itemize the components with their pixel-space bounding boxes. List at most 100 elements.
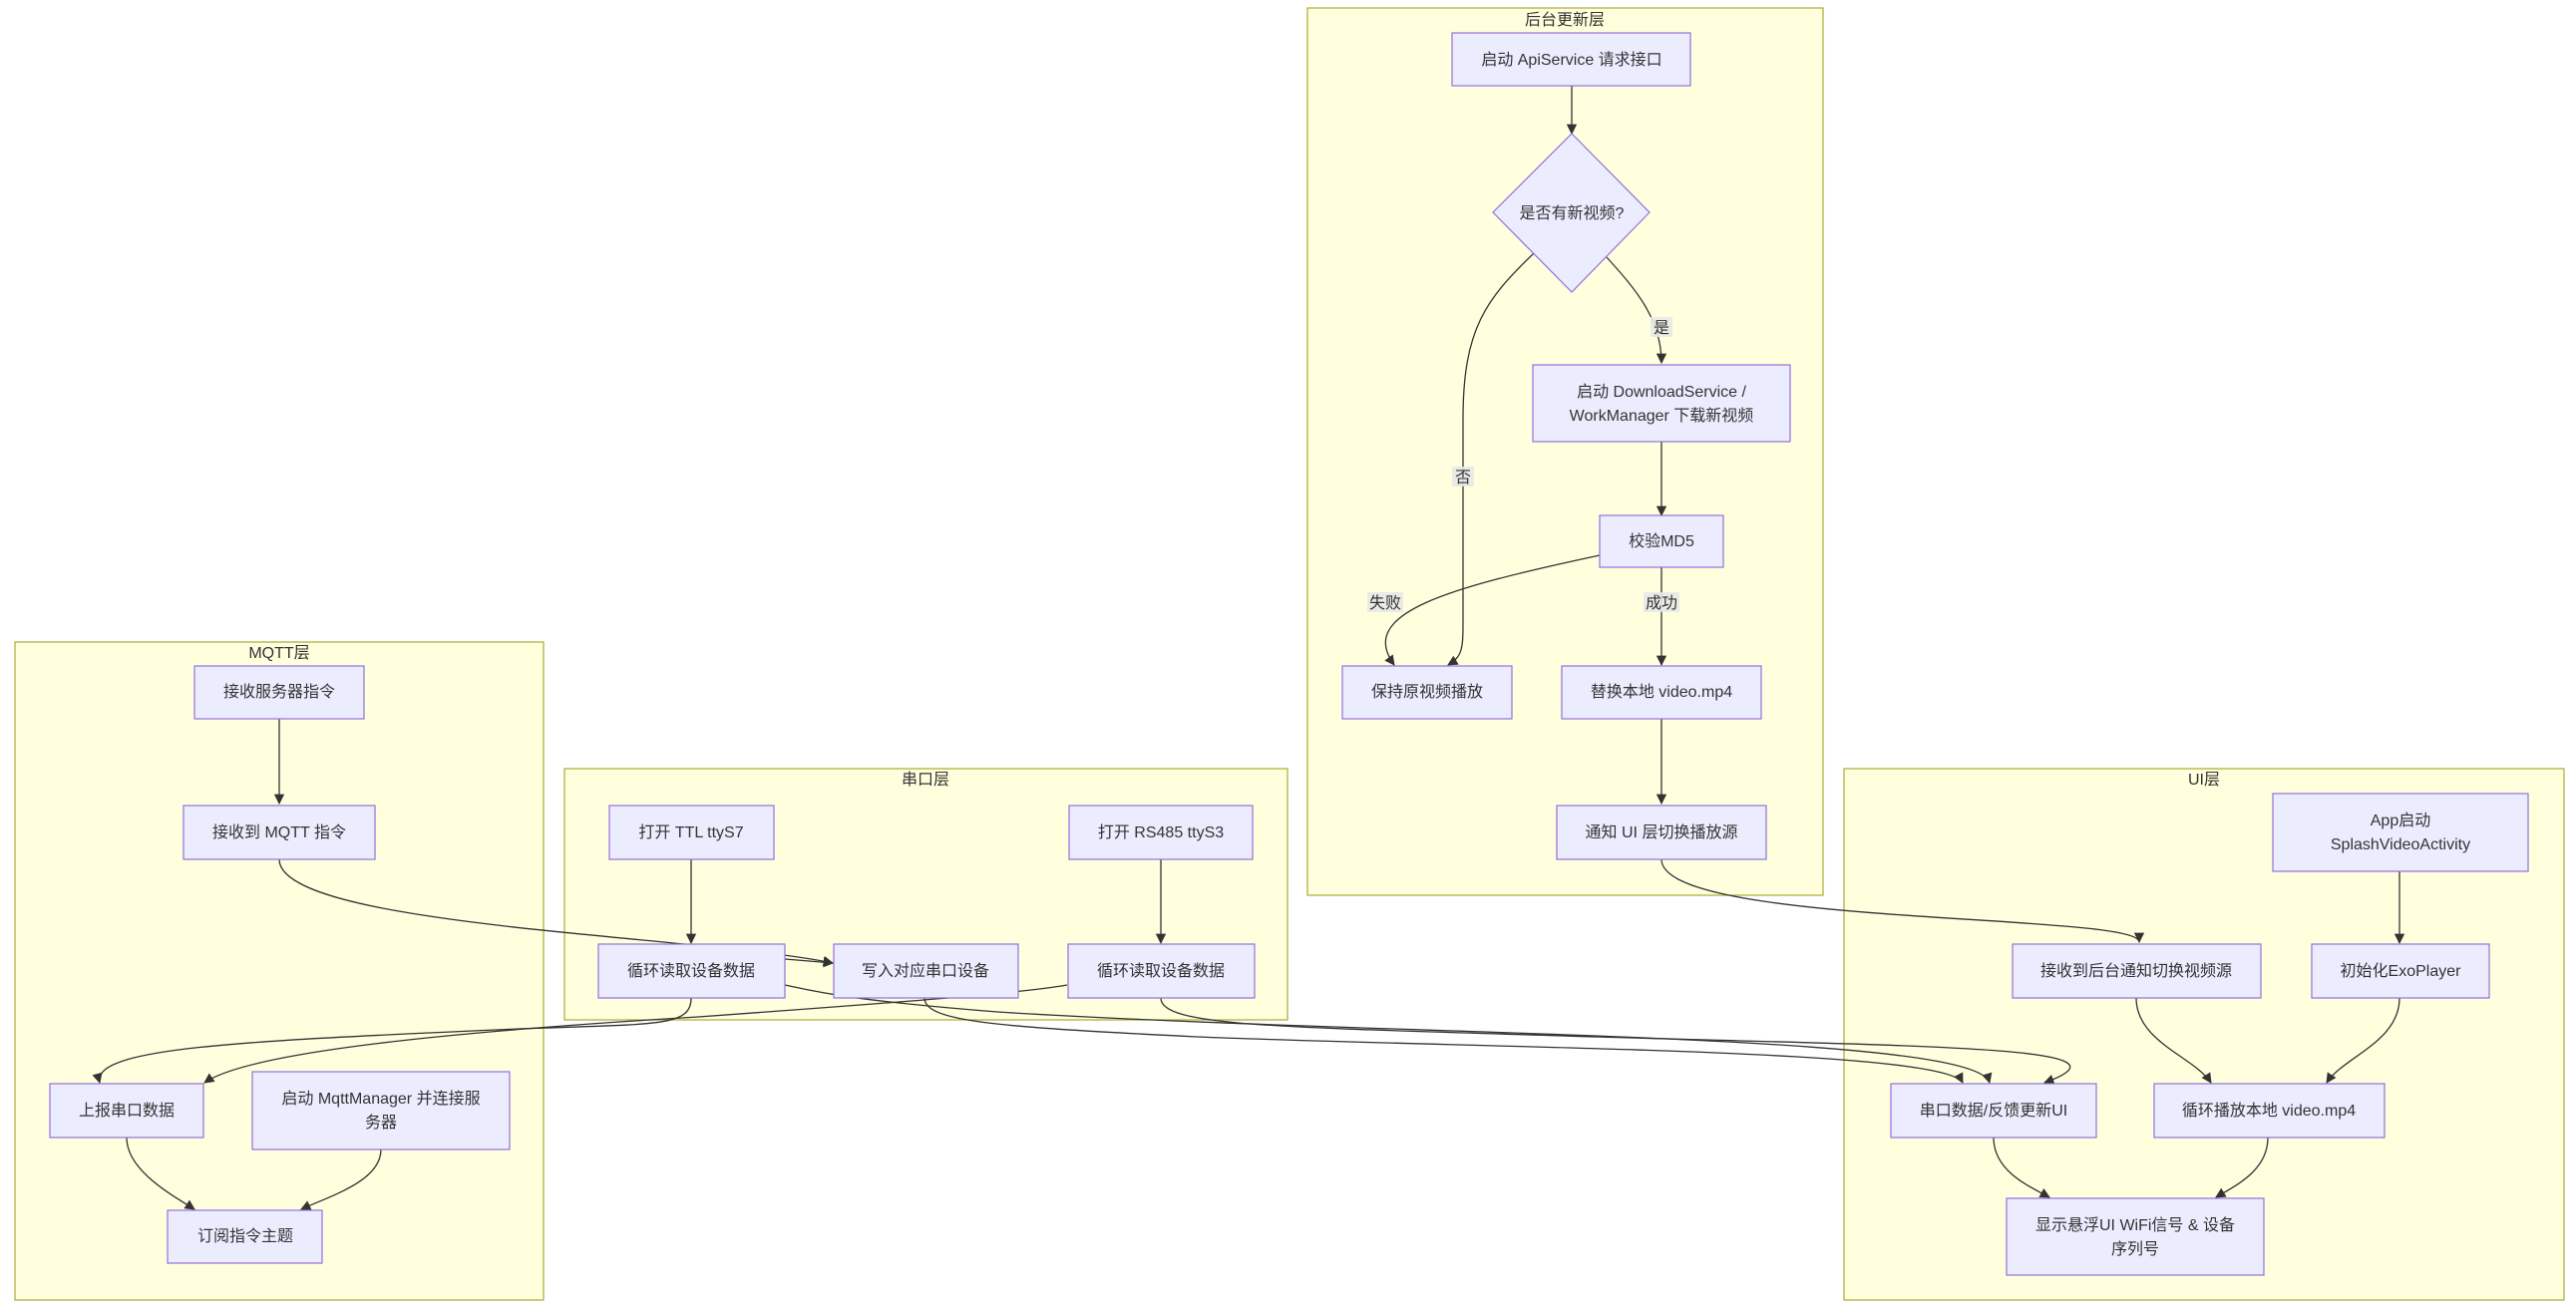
node-notify-label: 通知 UI 层切换播放源 [1586,823,1738,841]
svg-text:替换本地 video.mp4: 替换本地 video.mp4 [1591,683,1732,701]
edge-recvswitch-to-loopplay [2135,997,2212,1084]
node-appstart-label-line2: SplashVideoActivity [2331,836,2470,853]
cluster-serial-label: 串口层 [902,771,949,789]
node-notify-ui-switch-source: 通知 UI 层切换播放源 [1556,805,1767,860]
node-open-ttl-ttys7: 打开 TTL ttyS7 [608,805,775,860]
node-has-new-video-decision: 是否有新视频? [1492,133,1651,293]
svg-text:启动 DownloadService /WorkManage: 启动 DownloadService / WorkManager 下载新视频 [1570,383,1754,425]
node-exo-label: 初始化ExoPlayer [2341,962,2462,980]
node-subscribe-command-topic: 订阅指令主题 [167,1209,323,1264]
node-loop-read-device-data-right: 循环读取设备数据 [1067,943,1256,999]
svg-text:接收到后台通知切换视频源: 接收到后台通知切换视频源 [2040,962,2232,980]
node-recvswitch-label: 接收到后台通知切换视频源 [2040,962,2232,980]
svg-text:是否有新视频?: 是否有新视频? [1520,204,1625,222]
svg-text:显示悬浮UI WiFi信号 & 设备序列号: 显示悬浮UI WiFi信号 & 设备序列号 [2035,1216,2235,1258]
svg-text:打开 RS485 ttyS3: 打开 RS485 ttyS3 [1098,823,1224,841]
node-start-apiservice: 启动 ApiService 请求接口 [1451,32,1691,87]
node-serialui-label: 串口数据/反馈更新UI [1920,1102,2067,1120]
svg-text:打开 TTL ttyS7: 打开 TTL ttyS7 [638,823,743,841]
svg-text:上报串口数据: 上报串口数据 [79,1102,175,1120]
node-report-serial-data: 上报串口数据 [49,1083,204,1139]
node-floatui-label-line1: 显示悬浮UI WiFi信号 & 设备 [2035,1216,2235,1234]
cluster-mqtt-label: MQTT层 [248,645,309,662]
edge-label-ok-text: 成功 [1646,594,1677,612]
svg-text:通知 UI 层切换播放源: 通知 UI 层切换播放源 [1586,823,1738,841]
node-keep-label: 保持原视频播放 [1371,683,1483,701]
edge-loopplay-to-floatui [2215,1137,2269,1198]
edge-label-no: 否 [1452,467,1474,487]
node-show-floating-ui: 显示悬浮UI WiFi信号 & 设备序列号 [2006,1197,2265,1276]
node-recv-server-label: 接收服务器指令 [223,683,335,701]
node-received-mqtt-command: 接收到 MQTT 指令 [183,805,376,860]
edge-report-to-subscribe [126,1137,195,1210]
node-floatui-label-line2: 序列号 [2111,1240,2159,1258]
svg-text:初始化ExoPlayer: 初始化ExoPlayer [2341,962,2462,980]
node-write-label: 写入对应串口设备 [862,961,989,980]
node-start-apiservice-label: 启动 ApiService 请求接口 [1481,51,1661,69]
node-decision-label: 是否有新视频? [1520,204,1625,222]
svg-text:循环读取设备数据: 循环读取设备数据 [627,962,755,980]
node-md5-label: 校验MD5 [1629,532,1694,550]
edge-label-no-text: 否 [1455,470,1471,487]
node-init-exoplayer: 初始化ExoPlayer [2311,943,2490,999]
node-mqttmgr-label-line1: 启动 MqttManager 并连接服 [281,1090,480,1108]
node-download-label-line1: 启动 DownloadService / [1577,383,1746,401]
svg-text:循环播放本地 video.mp4: 循环播放本地 video.mp4 [2182,1102,2356,1120]
edge-label-yes-text: 是 [1654,320,1669,337]
node-loop-play-local-video: 循环播放本地 video.mp4 [2153,1083,2386,1139]
node-replace-label: 替换本地 video.mp4 [1591,683,1732,701]
node-ttl-label: 打开 TTL ttyS7 [638,823,743,841]
svg-text:写入对应串口设备: 写入对应串口设备 [862,961,989,980]
node-mqttmgr-label-line2: 务器 [365,1114,397,1132]
svg-text:接收到 MQTT 指令: 接收到 MQTT 指令 [212,823,346,841]
node-report-label: 上报串口数据 [79,1102,175,1120]
svg-text:订阅指令主题: 订阅指令主题 [197,1227,293,1245]
edge-label-fail-text: 失败 [1369,594,1401,612]
node-write-serial-device: 写入对应串口设备 [833,943,1019,999]
node-loop-read-device-data-left: 循环读取设备数据 [597,943,786,999]
node-loopl-label: 循环读取设备数据 [627,962,755,980]
node-replace-local-video: 替换本地 video.mp4 [1561,665,1762,720]
edge-write-to-serialui [923,997,1964,1084]
node-appstart-label-line1: App启动 [2371,812,2430,829]
edge-mqttmgr-to-subscribe [300,1148,382,1210]
node-app-start-splash: App启动 SplashVideoActivity [2272,793,2529,872]
cluster-backend-label: 后台更新层 [1525,11,1605,29]
edge-loopl-to-report [92,997,692,1085]
node-start-downloadservice: 启动 DownloadService / WorkManager 下载新视频 [1532,364,1791,443]
node-open-rs485-ttys3: 打开 RS485 ttyS3 [1068,805,1254,860]
node-verify-md5: 校验MD5 [1599,514,1724,568]
edge-label-yes: 是 [1651,317,1672,337]
cluster-ui-label: UI层 [2188,772,2220,789]
node-serial-feedback-update-ui: 串口数据/反馈更新UI [1890,1083,2097,1139]
edge-decision-to-download [1606,256,1667,365]
edge-exo-to-loopplay [2326,997,2400,1084]
node-loopplay-label: 循环播放本地 video.mp4 [2182,1102,2356,1120]
edge-label-ok: 成功 [1644,592,1679,612]
svg-text:校验MD5: 校验MD5 [1629,532,1694,550]
svg-text:保持原视频播放: 保持原视频播放 [1371,683,1483,701]
edge-decision-to-keep [1447,252,1535,666]
edge-notify-to-recvswitch [1660,858,2145,944]
edge-md5-to-keep [1384,554,1601,666]
svg-text:接收服务器指令: 接收服务器指令 [223,683,335,701]
node-receive-switch-source: 接收到后台通知切换视频源 [2012,943,2262,999]
node-keep-original-video: 保持原视频播放 [1341,665,1513,720]
node-subscribe-label: 订阅指令主题 [197,1227,293,1245]
node-loopr-label: 循环读取设备数据 [1097,962,1225,980]
node-rs485-label: 打开 RS485 ttyS3 [1098,823,1224,841]
svg-text:串口数据/反馈更新UI: 串口数据/反馈更新UI [1920,1102,2067,1120]
edge-label-fail: 失败 [1367,592,1403,612]
svg-text:启动 MqttManager 并连接服务器: 启动 MqttManager 并连接服务器 [281,1090,480,1132]
node-start-mqttmanager: 启动 MqttManager 并连接服务器 [251,1071,511,1150]
svg-text:循环读取设备数据: 循环读取设备数据 [1097,962,1225,980]
node-recv-mqtt-label: 接收到 MQTT 指令 [212,823,346,841]
node-download-label-line2: WorkManager 下载新视频 [1570,407,1754,425]
svg-text:启动 ApiService 请求接口: 启动 ApiService 请求接口 [1481,51,1661,69]
edge-loopl-to-write [784,957,835,968]
edge-loopr-to-serialui [1160,997,2071,1085]
node-receive-server-command: 接收服务器指令 [193,665,365,720]
edge-serialui-to-floatui [1993,1137,2050,1198]
